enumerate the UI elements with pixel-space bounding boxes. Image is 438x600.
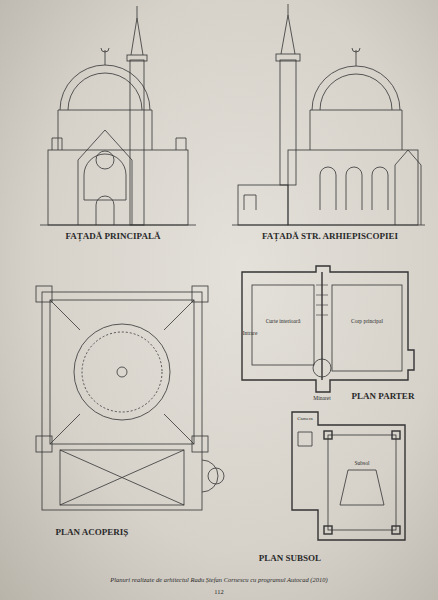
basement-plan: [292, 412, 405, 540]
room-label: Curte interioară: [263, 318, 303, 324]
room-label: Camera: [297, 416, 313, 422]
view-title: PLAN SUBSOL: [259, 554, 321, 564]
room-label: Corp principal: [351, 318, 383, 324]
caption: Planuri realizate de arhitectul Radu Ște…: [110, 576, 327, 583]
room-label: Subsol: [355, 460, 370, 466]
room-label: Intrare: [243, 330, 258, 336]
view-title: FAȚADĂ STR. ARHIEPISCOPIEI: [262, 232, 398, 242]
page-number: 112: [214, 588, 224, 595]
side-facade: [232, 4, 425, 225]
room-label: Minaret: [313, 395, 330, 401]
view-title: PLAN ACOPERIȘ: [56, 528, 129, 538]
view-title: FAȚADĂ PRINCIPALĂ: [66, 232, 161, 242]
main-facade: [40, 6, 196, 225]
roof-plan: [36, 286, 224, 510]
ground-floor-plan: [242, 266, 414, 392]
view-title: PLAN PARTER: [352, 392, 415, 402]
